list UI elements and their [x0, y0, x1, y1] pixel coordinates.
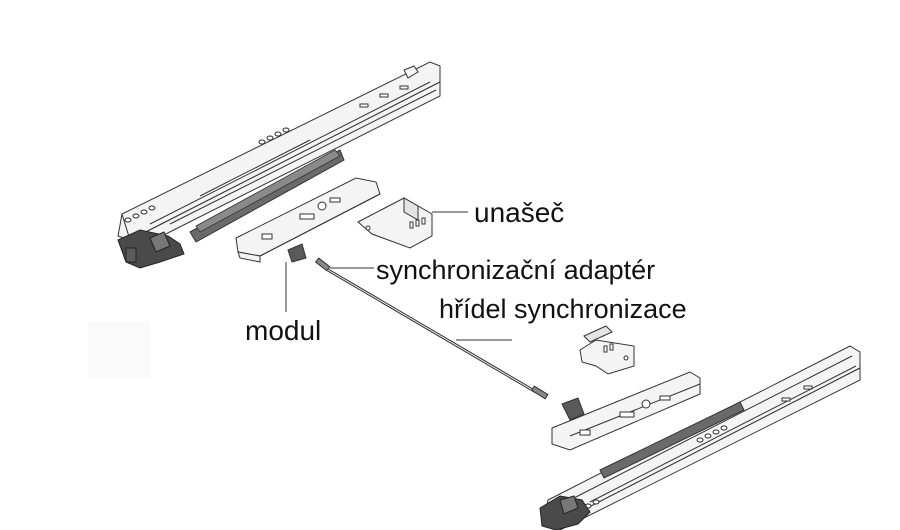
upper-drawer-runner	[117, 61, 441, 251]
upper-carrier	[357, 197, 433, 249]
sync-adapter-upper	[314, 257, 331, 272]
upper-module	[235, 177, 381, 263]
upper-locking-device	[117, 229, 185, 269]
label-sync-shaft: hřídel synchronizace	[439, 294, 687, 324]
label-module: modul	[245, 315, 322, 346]
lower-carrier	[579, 325, 635, 375]
sync-shaft	[327, 268, 537, 394]
label-sync-adapter: synchronizační adaptér	[376, 255, 656, 285]
lower-damper-strip	[599, 401, 745, 479]
lower-module	[551, 371, 701, 451]
label-carrier: unašeč	[474, 197, 565, 228]
sync-adapter-lower	[530, 385, 549, 400]
lower-locking-device	[539, 495, 591, 530]
